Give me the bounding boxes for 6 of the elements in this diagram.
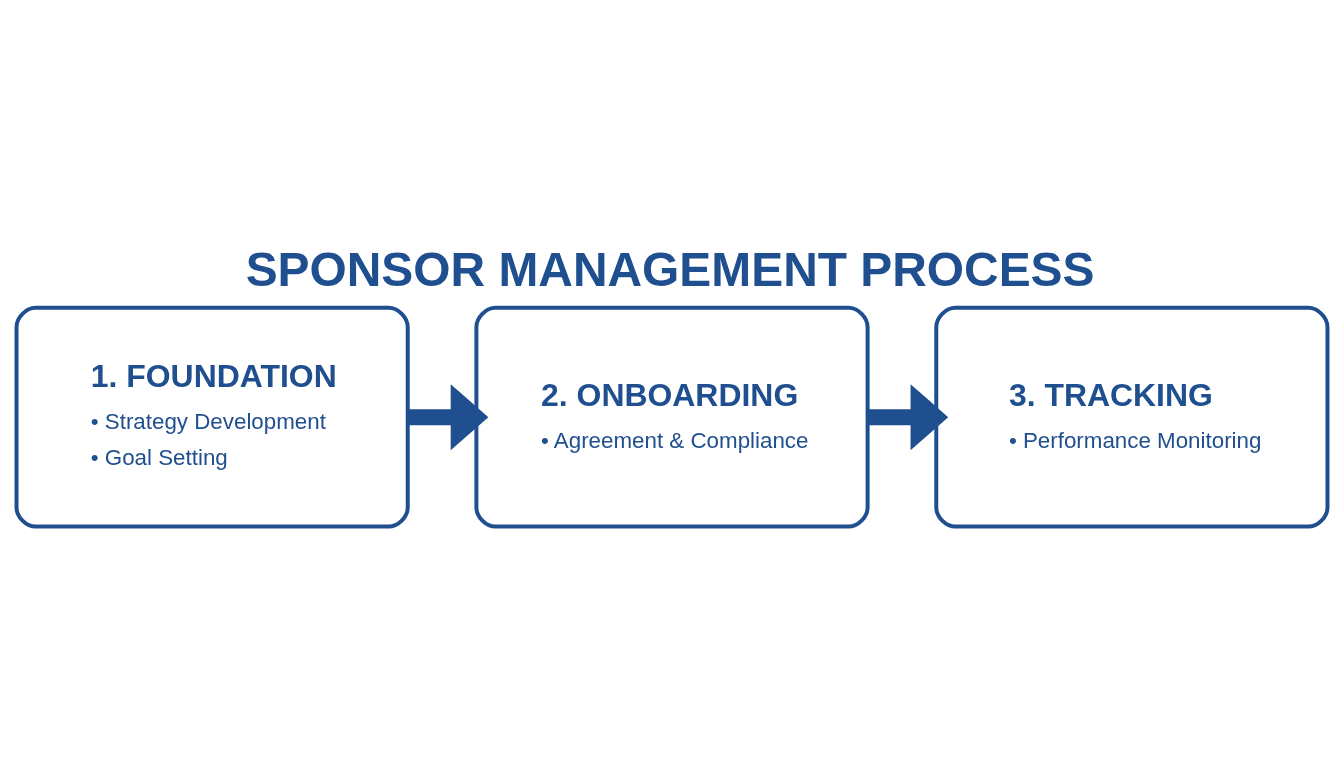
node-box: 1. FOUNDATION • Strategy Development • Goal Setting [14,305,410,529]
arrow [867,383,949,450]
arrow [408,383,489,450]
node-box: 2. ONBOARDING • Agreement & Compliance [474,305,870,529]
diagram-title: SPONSOR MANAGEMENT PROCESS [245,242,1095,295]
node-box: 3. TRACKING • Performance Monitoring [934,305,1330,529]
